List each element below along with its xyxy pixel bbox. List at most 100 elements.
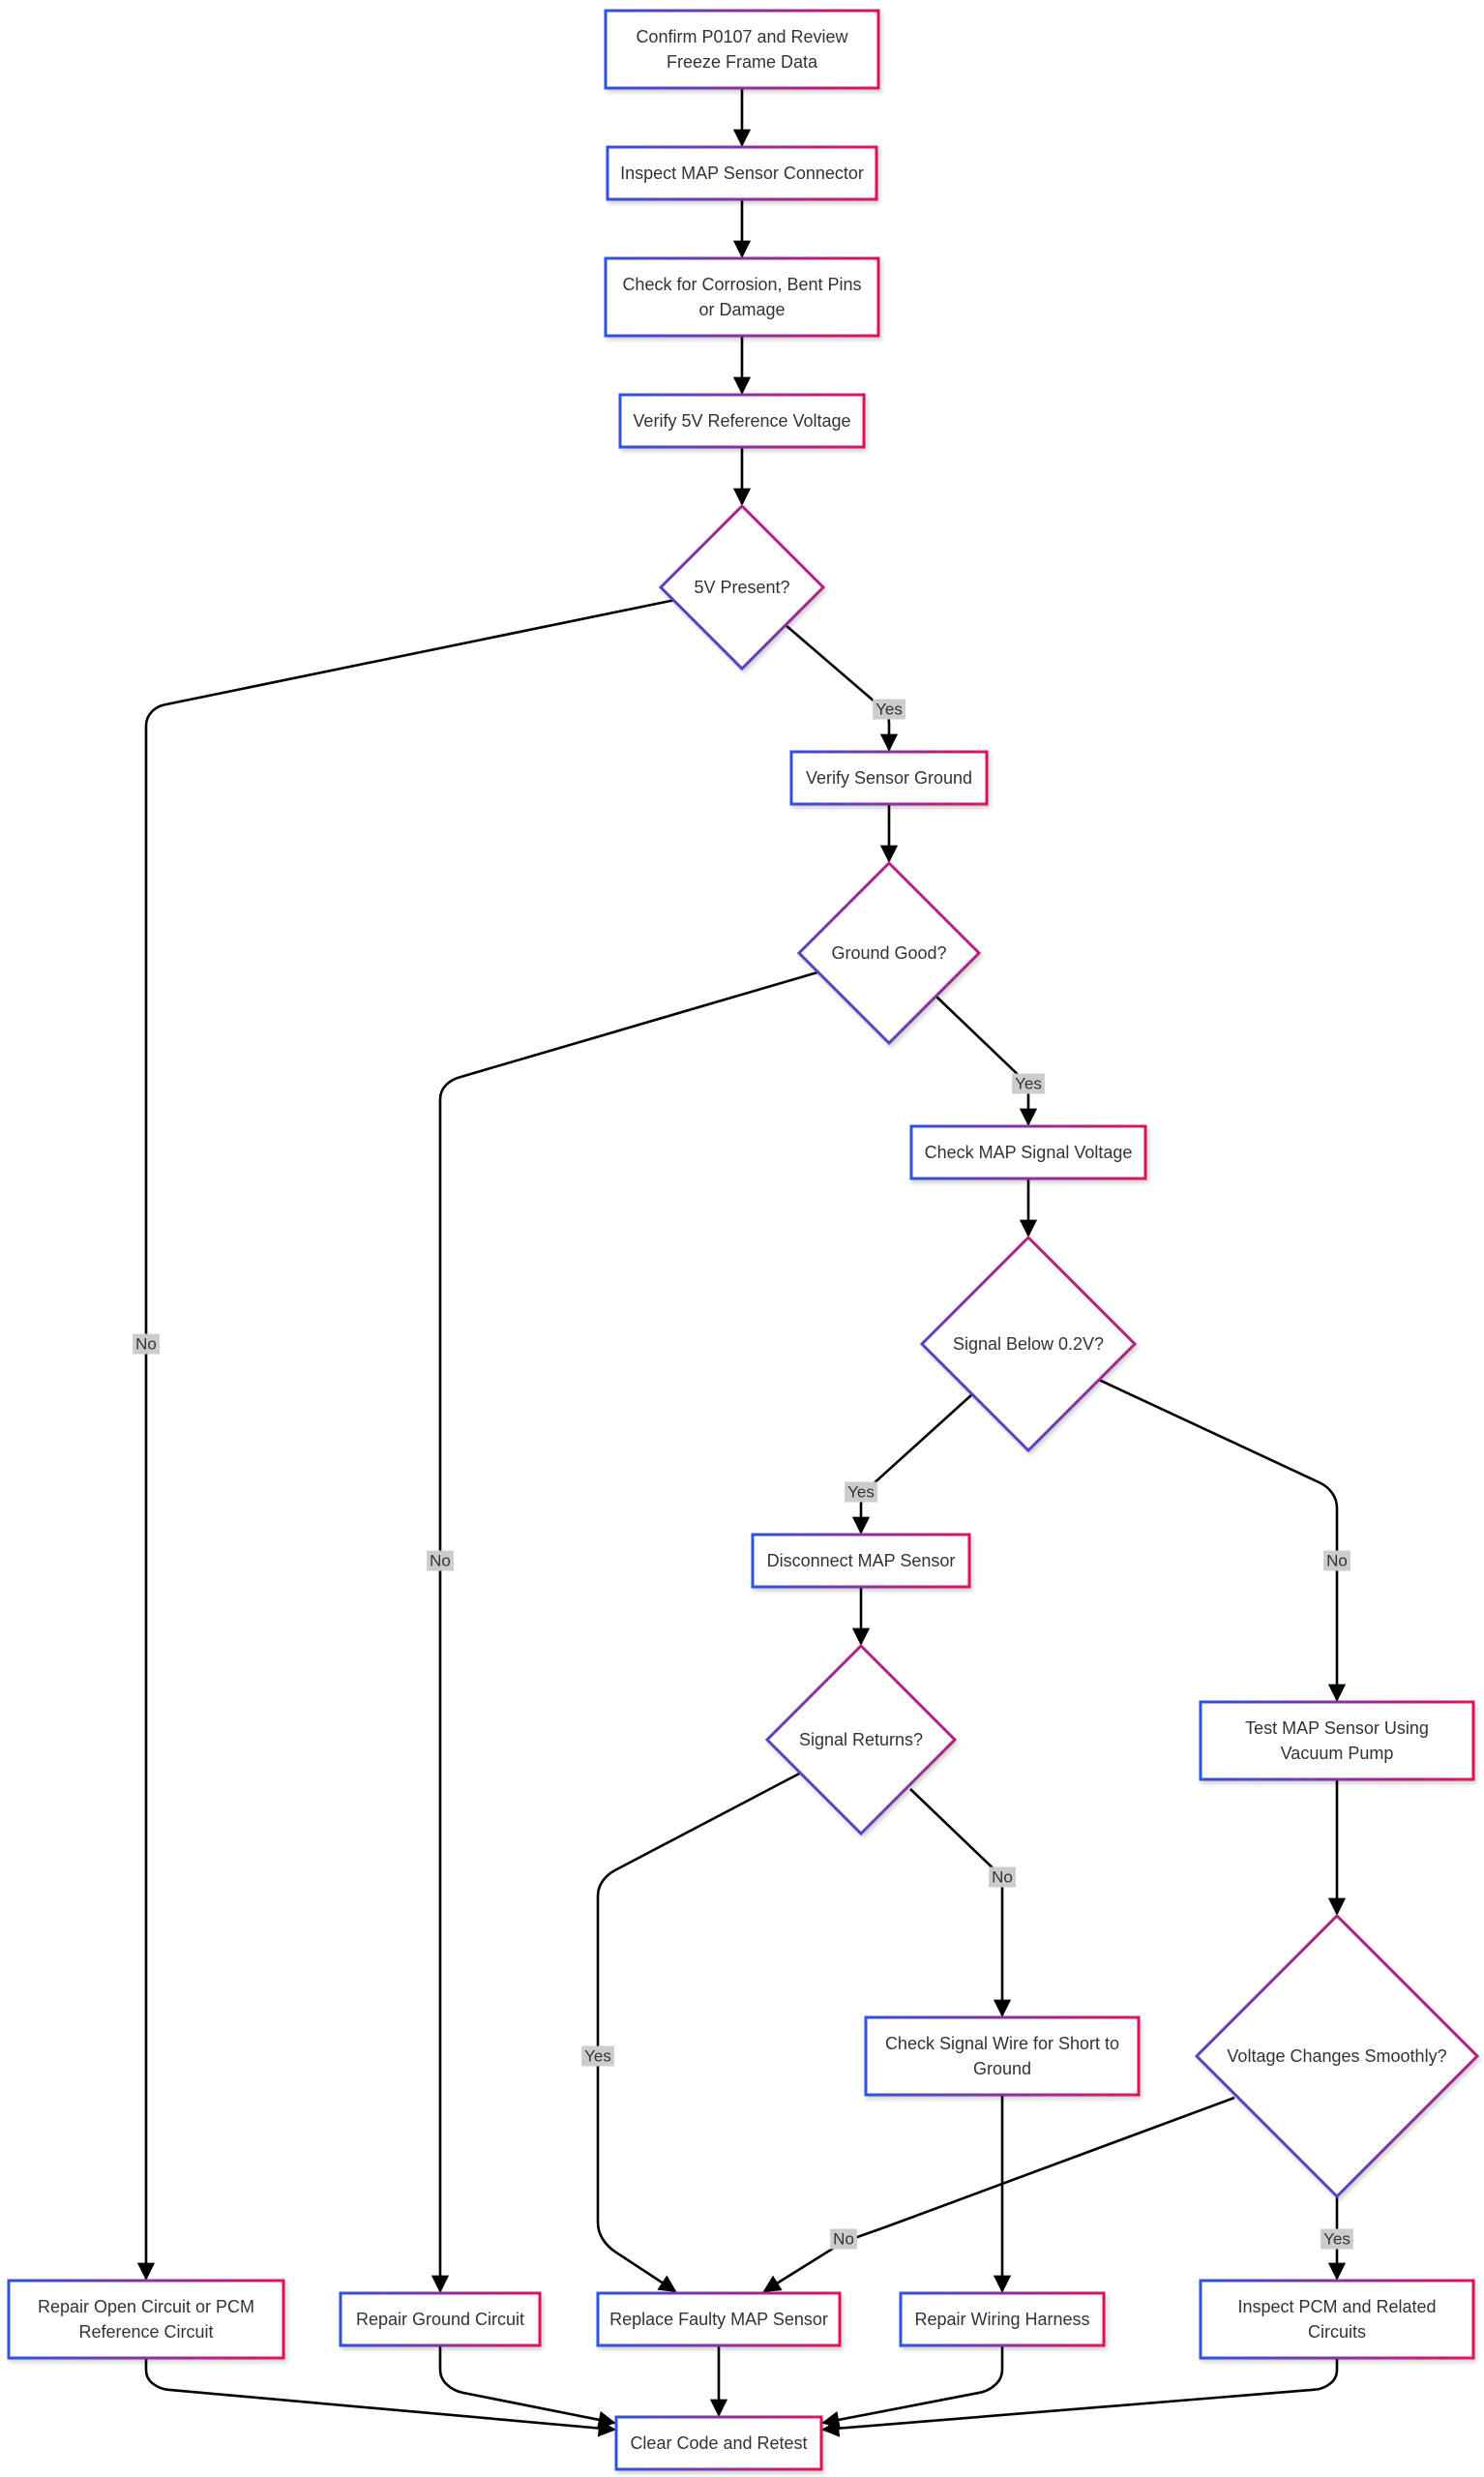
node-label-line: Circuits (1308, 2322, 1366, 2342)
edge-ground-good-to-repair-ground (430, 970, 818, 2293)
edge-label-yes-signal-below-to-disconnect-sensor: Yes (845, 1481, 877, 1503)
node-label-line: Signal Returns? (799, 1730, 923, 1749)
edge-signal-below-to-test-vacuum (1098, 1378, 1347, 1702)
step-box (604, 9, 880, 90)
step-box (1199, 2279, 1475, 2360)
decision-diamond (796, 860, 982, 1046)
decision-voltage-smooth: Voltage Changes Smoothly? (1194, 1913, 1480, 2199)
edge-repair-harness-to-clear-code (821, 2345, 1004, 2429)
step-repair-ground: Repair Ground Circuit (339, 2291, 542, 2347)
edge-five-v-present-to-repair-open (136, 598, 676, 2281)
step-box (7, 2279, 285, 2360)
node-label-line: Check Signal Wire for Short to (885, 2034, 1119, 2053)
step-box (864, 2015, 1141, 2097)
edge-label-background (1012, 1073, 1045, 1094)
step-verify-5v: Verify 5V Reference Voltage (618, 393, 866, 449)
node-label-line: Voltage Changes Smoothly? (1227, 2046, 1446, 2066)
step-check-signal: Check MAP Signal Voltage (909, 1124, 1147, 1180)
node-label-line: Ground Good? (831, 943, 946, 963)
edge-repair-open-to-clear-code (144, 2358, 616, 2437)
edge-label-text: No (430, 1552, 451, 1570)
node-label-line: Repair Ground Circuit (356, 2310, 524, 2329)
edge-label-text: No (1326, 1552, 1348, 1570)
step-inspect-connector: Inspect MAP Sensor Connector (606, 145, 878, 201)
edge-label-yes-voltage-smooth-to-inspect-pcm: Yes (1321, 2228, 1353, 2250)
node-label-line: Verify Sensor Ground (806, 768, 972, 788)
step-box (596, 2291, 842, 2347)
edge-label-text: Yes (847, 1483, 875, 1502)
step-box (789, 750, 989, 806)
edge-label-no-signal-below-to-test-vacuum: No (1323, 1550, 1350, 1571)
edge-label-background (1321, 2228, 1353, 2250)
step-box (1199, 1700, 1475, 1781)
edge-label-yes-five-v-present-to-verify-ground: Yes (873, 699, 905, 720)
node-label-line: Check MAP Signal Voltage (925, 1143, 1133, 1162)
edge-label-text: Yes (876, 701, 903, 719)
node-label-line: Disconnect MAP Sensor (767, 1551, 956, 1570)
decision-diamond (658, 503, 826, 671)
edge-label-background (873, 699, 905, 720)
edge-signal-returns-to-replace-sensor (596, 1770, 804, 2293)
node-label-line: Inspect MAP Sensor Connector (620, 164, 864, 183)
step-box (339, 2291, 542, 2347)
node-label-line: Check for Corrosion, Bent Pins (622, 275, 861, 294)
node-label-line: Repair Open Circuit or PCM (38, 2297, 254, 2316)
decision-ground-good: Ground Good? (796, 860, 982, 1046)
node-label-line: Repair Wiring Harness (914, 2310, 1089, 2329)
step-box (909, 1124, 1147, 1180)
step-box (618, 393, 866, 449)
edge-inspect-pcm-to-clear-code (821, 2358, 1339, 2437)
step-box (604, 256, 880, 338)
edge-label-yes-signal-returns-to-replace-sensor: Yes (581, 2045, 614, 2067)
node-label-line: Clear Code and Retest (630, 2433, 807, 2453)
node-label-line: Confirm P0107 and Review (636, 27, 848, 46)
edge-label-background (1323, 1550, 1350, 1571)
step-check-short: Check Signal Wire for Short to Ground (864, 2015, 1141, 2097)
edge-label-background (845, 1481, 877, 1503)
node-label-line: 5V Present? (694, 578, 789, 597)
step-repair-harness: Repair Wiring Harness (899, 2291, 1106, 2347)
edge-label-text: Yes (1323, 2230, 1350, 2249)
edge-label-background (989, 1866, 1016, 1888)
decision-diamond (1194, 1913, 1480, 2199)
edge-label-background (581, 2045, 614, 2067)
node-label-line: Replace Faulty MAP Sensor (609, 2310, 828, 2329)
edge-signal-below-to-disconnect-sensor (851, 1393, 973, 1535)
node-label-line: Signal Below 0.2V? (953, 1334, 1104, 1354)
step-verify-ground: Verify Sensor Ground (789, 750, 989, 806)
step-box (751, 1533, 971, 1589)
node-label-line: Ground (973, 2059, 1031, 2078)
step-box (606, 145, 878, 201)
edge-label-no-five-v-present-to-repair-open: No (133, 1333, 160, 1355)
step-repair-open: Repair Open Circuit or PCM Reference Circ… (7, 2279, 285, 2360)
edge-five-v-present-to-verify-ground (785, 624, 899, 752)
edge-ground-good-to-check-signal (935, 996, 1038, 1126)
edge-label-background (427, 1550, 454, 1571)
step-box (614, 2415, 823, 2471)
edge-voltage-smooth-to-replace-sensor (762, 2096, 1235, 2293)
decision-signal-below: Signal Below 0.2V? (919, 1235, 1138, 1453)
node-label-line: Freeze Frame Data (667, 52, 818, 72)
edge-label-background (133, 1333, 160, 1355)
edge-signal-returns-to-check-short (909, 1788, 1012, 2017)
step-disconnect-sensor: Disconnect MAP Sensor (751, 1533, 971, 1589)
edge-label-no-voltage-smooth-to-replace-sensor: No (830, 2228, 857, 2250)
node-label-line: Inspect PCM and Related (1237, 2297, 1436, 2316)
edge-label-text: No (833, 2230, 854, 2249)
edge-label-yes-ground-good-to-check-signal: Yes (1012, 1073, 1045, 1094)
decision-five-v-present: 5V Present? (658, 503, 826, 671)
node-label-line: Vacuum Pump (1281, 1744, 1394, 1763)
edge-label-no-signal-returns-to-check-short: No (989, 1866, 1016, 1888)
step-clear-code: Clear Code and Retest (614, 2415, 823, 2471)
decision-diamond (764, 1643, 958, 1836)
decision-diamond (919, 1235, 1138, 1453)
edge-label-text: Yes (1015, 1075, 1042, 1093)
node-label-line: Reference Circuit (78, 2322, 213, 2342)
edge-label-text: No (135, 1335, 157, 1354)
edge-repair-ground-to-clear-code (438, 2345, 616, 2429)
decision-signal-returns: Signal Returns? (764, 1643, 958, 1836)
edge-label-text: No (992, 1868, 1013, 1887)
